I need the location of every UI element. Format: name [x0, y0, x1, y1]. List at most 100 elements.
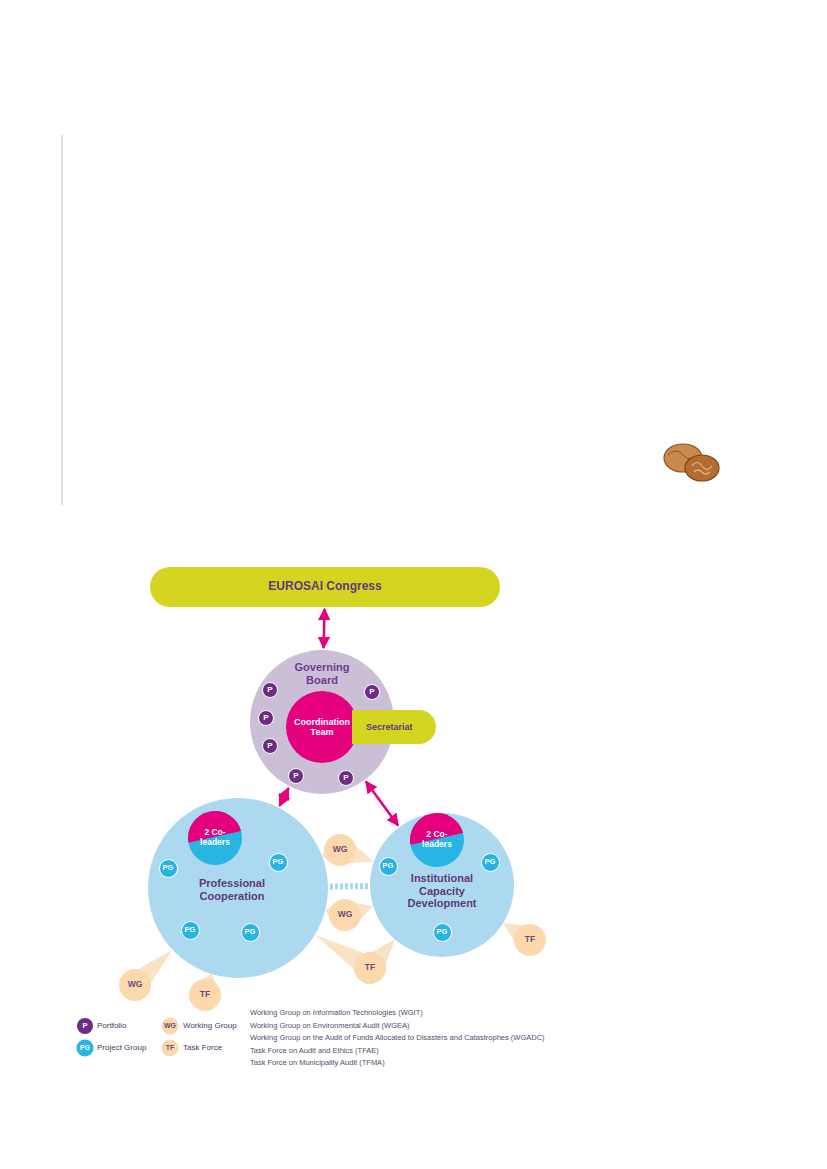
circle-shape	[263, 683, 278, 698]
label-holder: P	[82, 1022, 87, 1030]
link-arrow	[322, 609, 325, 648]
circle-shape	[259, 711, 274, 726]
node-label: PG	[163, 864, 174, 873]
portfolio-circle: P	[364, 684, 380, 700]
node-label: WG	[128, 980, 143, 990]
legend-text: Task Force	[183, 1044, 222, 1053]
congress-bar: EUROSAI Congress	[150, 567, 500, 607]
project-group-sample	[77, 1040, 94, 1057]
walnut-half	[685, 455, 719, 481]
label-holder: PG	[80, 1044, 90, 1052]
circle-shape	[269, 853, 287, 871]
circle-shape	[339, 771, 354, 786]
portfolio-circle: P	[338, 770, 354, 786]
node-label: 2 Co-leaders	[192, 828, 238, 848]
circle-shape	[159, 859, 177, 877]
circle-shape	[324, 834, 356, 866]
portfolio-sample	[77, 1018, 93, 1034]
legend-text: Portfolio	[97, 1022, 126, 1031]
node-label: Coordination Team	[290, 717, 354, 738]
working-group-callout: WG	[329, 899, 361, 931]
group-name: Task Force on Municipality Audit (TFMA)	[250, 1059, 385, 1067]
legend-text: Working Group	[183, 1022, 237, 1031]
label-holder: Working Group on Environmental Audit (WG…	[250, 1021, 410, 1029]
node-label: TF	[525, 935, 535, 945]
circle-shape	[481, 853, 499, 871]
legend-entry: Task Force	[183, 1044, 222, 1053]
circle-shape	[181, 921, 199, 939]
project-group-circle: PG	[181, 921, 200, 940]
node-label: EUROSAI Congress	[268, 580, 381, 594]
node-label: PG	[437, 928, 448, 937]
circle-shape	[433, 923, 451, 941]
group-name: Working Group on Environmental Audit (WG…	[250, 1021, 410, 1029]
circle-shape	[329, 899, 361, 931]
circle-shape	[119, 969, 151, 1001]
node-label: P	[267, 741, 272, 750]
task-force-callout: TF	[514, 924, 546, 956]
circle-shape	[286, 691, 358, 763]
label-holder: WG	[164, 1022, 176, 1030]
portfolio-circle: P	[262, 682, 278, 698]
link-arrow	[366, 782, 398, 826]
legend-entry: Portfolio	[97, 1022, 126, 1031]
circle-shape	[148, 798, 328, 978]
label-holder: Task Force on Audit and Ethics (TFAE)	[250, 1046, 379, 1054]
label-holder: Working Group on the Audit of Funds Allo…	[250, 1034, 545, 1042]
node-label: Secretariat	[366, 722, 413, 732]
legend-text: Project Group	[97, 1044, 146, 1053]
portfolio-circle: P	[258, 710, 274, 726]
circle-shape	[514, 924, 546, 956]
coordination-circle: Coordination Team	[286, 691, 358, 763]
project-group-circle: PG	[241, 923, 260, 942]
node-label: Governing Board	[282, 661, 362, 686]
circle-shape	[188, 811, 242, 865]
node-label: PG	[485, 858, 496, 867]
legend-entry: Working Group	[183, 1022, 237, 1031]
node-label: TF	[200, 990, 210, 1000]
legend-entry: Project Group	[97, 1044, 146, 1053]
circle-shape	[365, 685, 380, 700]
link-arrow	[280, 788, 289, 806]
circle-shape	[263, 739, 278, 754]
pill-shape	[150, 567, 500, 607]
node-label: PG	[245, 928, 256, 937]
circle-shape	[370, 813, 514, 957]
label-holder: Working Group on Information Technologie…	[250, 1009, 423, 1017]
label-holder: TF	[166, 1044, 175, 1052]
co-leaders-circle: 2 Co-leaders	[410, 813, 464, 867]
node-label: 2 Co-leaders	[414, 830, 460, 850]
portfolio-circle: P	[288, 768, 304, 784]
walnut-kernel	[692, 463, 712, 475]
node-label: P	[267, 685, 272, 694]
legend-sample-letter: WG	[164, 1022, 176, 1030]
professional-cooperation-circle: Professional Cooperation 2 Co-leadersPG PG…	[148, 798, 328, 978]
group-name: Working Group on the Audit of Funds Allo…	[250, 1034, 545, 1042]
secretariat-band: Secretariat	[352, 710, 436, 744]
circle-shape	[289, 769, 304, 784]
circle-shape	[410, 813, 464, 867]
project-group-circle: PG	[379, 857, 398, 876]
node-label: Professional Cooperation	[184, 877, 280, 902]
walnut-illustration	[664, 444, 719, 481]
project-group-circle: PG	[159, 859, 178, 878]
circle-shape	[379, 857, 397, 875]
project-group-circle: PG	[481, 853, 500, 872]
capacity-development-circle: Institutional Capacity Development 2 Co-l…	[370, 813, 514, 957]
group-name: Task Force on Audit and Ethics (TFAE)	[250, 1046, 379, 1054]
circle-shape	[354, 952, 386, 984]
node-label: P	[293, 771, 298, 780]
legend-sample-letter: PG	[80, 1044, 90, 1052]
group-name: Working Group on Information Technologie…	[250, 1009, 423, 1017]
node-label: TF	[365, 963, 375, 973]
node-label: P	[369, 687, 374, 696]
project-group-circle: PG	[269, 853, 288, 872]
band-shape	[352, 710, 436, 744]
co-leaders-circle: 2 Co-leaders	[188, 811, 242, 865]
circle-shape	[189, 979, 221, 1011]
project-group-circle: PG	[433, 923, 452, 942]
margin-rule	[61, 135, 63, 505]
working-group-sample	[162, 1018, 179, 1035]
node-label: Institutional Capacity Development	[400, 872, 484, 910]
